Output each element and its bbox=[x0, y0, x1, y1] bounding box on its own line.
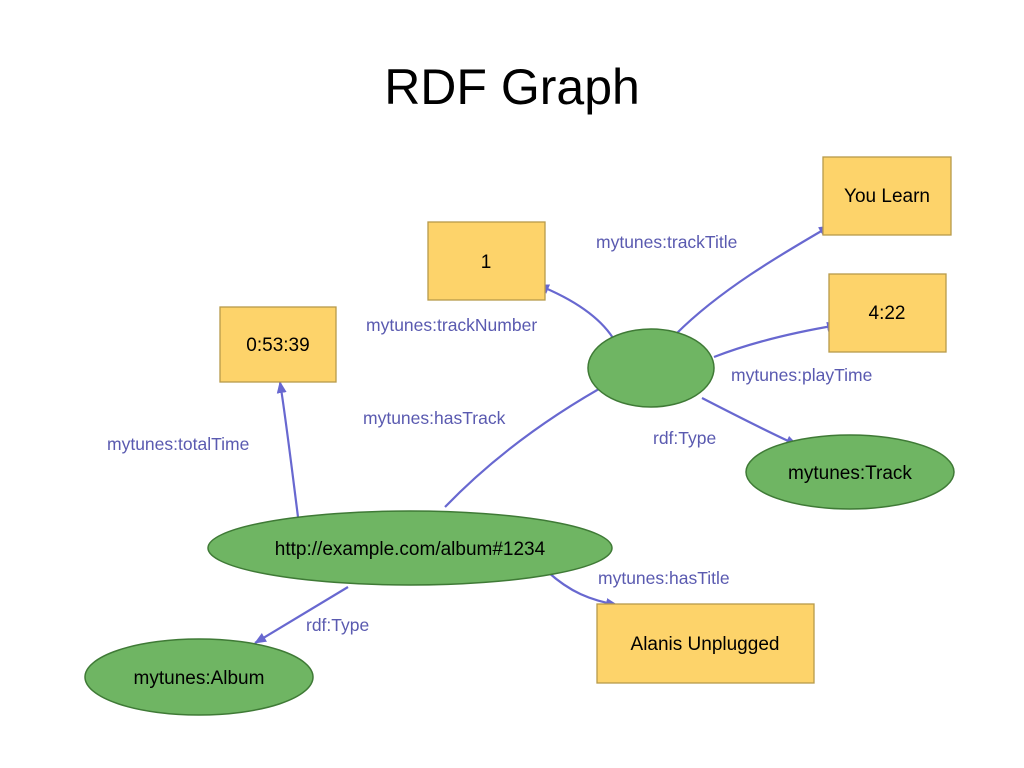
literal-node-play-time bbox=[828, 273, 947, 353]
literal-text-total-time: 0:53:39 bbox=[246, 335, 309, 356]
literal-text-play-time: 4:22 bbox=[869, 303, 906, 324]
edge-label-album-type: rdf:Type bbox=[306, 615, 369, 635]
slide-title: RDF Graph bbox=[384, 59, 640, 115]
resource-node-track bbox=[587, 328, 715, 408]
literal-text-track-number: 1 bbox=[481, 252, 492, 273]
edge-track-number bbox=[537, 283, 614, 339]
edge-label-track-type: rdf:Type bbox=[653, 428, 716, 448]
edge-label-has-title: mytunes:hasTitle bbox=[598, 568, 730, 588]
edge-album-type bbox=[254, 586, 349, 644]
literal-node-total-time bbox=[219, 306, 337, 383]
resource-text-album: http://example.com/album#1234 bbox=[275, 539, 546, 560]
resource-text-album-class: mytunes:Album bbox=[134, 668, 265, 689]
edge-label-total-time: mytunes:totalTime bbox=[107, 434, 249, 454]
literal-node-track-number bbox=[427, 221, 546, 301]
edge-label-track-title: mytunes:trackTitle bbox=[596, 232, 737, 252]
edge-has-track bbox=[444, 379, 616, 508]
edge-play-time bbox=[713, 321, 839, 359]
resource-node-album bbox=[207, 510, 613, 586]
edge-track-type bbox=[701, 397, 798, 447]
edge-label-play-time: mytunes:playTime bbox=[731, 365, 872, 385]
edge-total-time bbox=[276, 381, 300, 518]
literal-text-track-title: You Learn bbox=[844, 186, 930, 207]
resource-node-album-class bbox=[84, 638, 314, 716]
resource-text-track-class: mytunes:Track bbox=[788, 463, 912, 484]
literal-node-track-title bbox=[822, 156, 952, 236]
literal-text-album-title: Alanis Unplugged bbox=[631, 634, 780, 655]
edge-label-has-track: mytunes:hasTrack bbox=[363, 408, 506, 428]
edge-track-title bbox=[675, 225, 831, 335]
edge-label-track-number: mytunes:trackNumber bbox=[366, 315, 537, 335]
literal-node-album-title bbox=[596, 603, 815, 684]
resource-node-track-class bbox=[745, 434, 955, 510]
